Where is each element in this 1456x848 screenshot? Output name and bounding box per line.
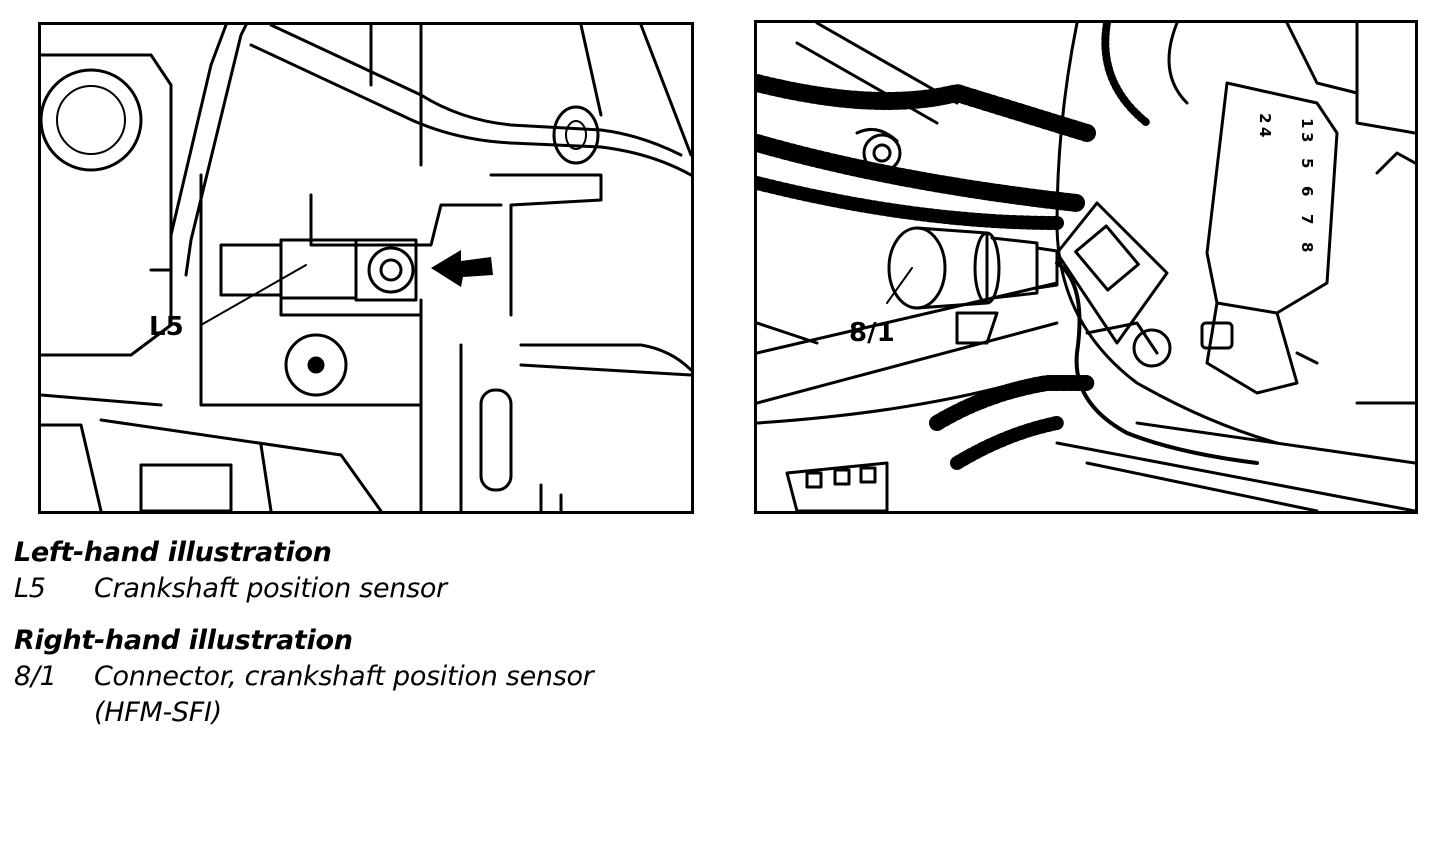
left-arrow-icon bbox=[431, 250, 493, 287]
svg-text:6: 6 bbox=[1298, 186, 1316, 196]
svg-text:2: 2 bbox=[1256, 113, 1274, 123]
right-round-connector bbox=[887, 226, 947, 310]
right-small-connector bbox=[785, 461, 889, 511]
legend-item-l5: L5 Crankshaft position sensor bbox=[14, 571, 914, 607]
left-pipe bbox=[149, 25, 228, 272]
figure-legend: Left-hand illustration L5 Crankshaft pos… bbox=[14, 535, 914, 731]
left-legend-heading: Left-hand illustration bbox=[14, 537, 332, 568]
right-legend-heading: Right-hand illustration bbox=[14, 625, 353, 656]
svg-text:5: 5 bbox=[1298, 158, 1316, 168]
legend-item-8-1-continued: (HFM-SFI) bbox=[14, 695, 914, 731]
right-callout-leader bbox=[886, 267, 913, 304]
svg-text:3: 3 bbox=[1298, 132, 1316, 142]
right-connector-bracket bbox=[1055, 201, 1169, 345]
right-pin-labels-col1: 1 3 5 6 7 8 bbox=[1298, 118, 1316, 252]
right-hose-fitting bbox=[862, 133, 902, 173]
right-illustration-drawing: 1 3 5 6 7 8 2 4 8/1 bbox=[757, 23, 1415, 511]
left-illustration: L5 bbox=[38, 22, 694, 514]
left-illustration-drawing: L5 bbox=[41, 25, 691, 511]
left-callout-leader bbox=[200, 264, 307, 326]
legend-code: 8/1 bbox=[14, 661, 57, 692]
legend-item-8-1: 8/1 Connector, crankshaft position senso… bbox=[14, 659, 914, 695]
left-sensor-head bbox=[367, 246, 415, 294]
left-sensor-connector bbox=[219, 243, 283, 297]
svg-text:8: 8 bbox=[1298, 242, 1316, 252]
legend-description: Crankshaft position sensor bbox=[94, 573, 447, 604]
right-corrugated-harness bbox=[757, 74, 1096, 142]
legend-description: Connector, crankshaft position sensor bbox=[94, 661, 594, 692]
left-engine-block bbox=[41, 53, 173, 357]
right-pin-labels-col2: 2 4 bbox=[1256, 113, 1274, 137]
svg-text:1: 1 bbox=[1298, 118, 1316, 128]
right-gear-ring bbox=[1101, 23, 1151, 127]
right-sensor-wire bbox=[1055, 261, 1259, 465]
left-hose-clamp bbox=[552, 105, 600, 165]
svg-text:7: 7 bbox=[1298, 214, 1316, 224]
legend-description-continued: (HFM-SFI) bbox=[94, 697, 222, 728]
right-multipin-connector bbox=[1205, 81, 1339, 315]
legend-code: L5 bbox=[14, 573, 46, 604]
left-round-boss bbox=[41, 68, 143, 172]
right-callout-label: 8/1 bbox=[849, 318, 895, 348]
svg-text:4: 4 bbox=[1256, 127, 1274, 137]
left-callout-label: L5 bbox=[149, 312, 184, 342]
left-bolt-boss bbox=[284, 333, 348, 397]
right-illustration: 1 3 5 6 7 8 2 4 8/1 bbox=[754, 20, 1418, 514]
